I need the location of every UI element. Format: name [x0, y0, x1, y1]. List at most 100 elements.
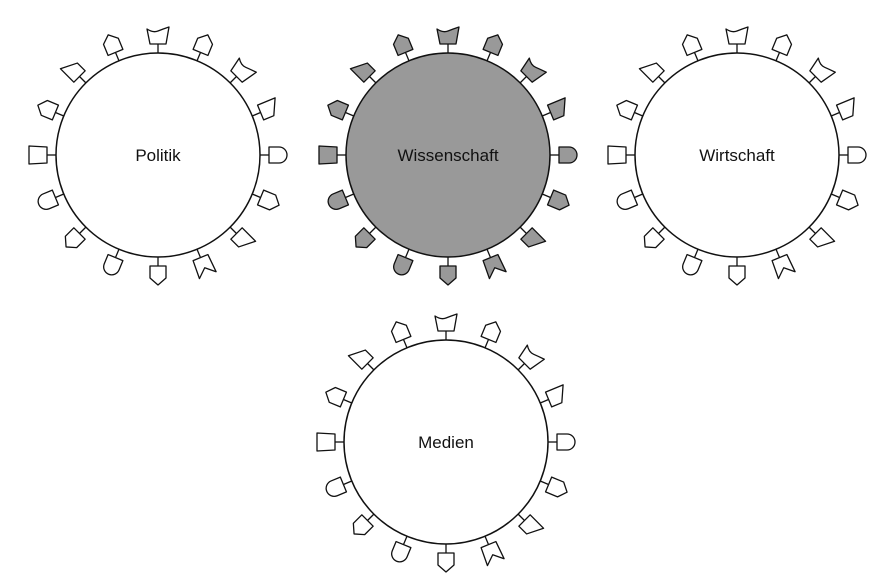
connector-stem [369, 226, 377, 234]
connector-stem [196, 52, 202, 62]
connector-pentagon-icon [643, 227, 665, 249]
connector-dome-icon [682, 253, 703, 276]
connector-stem [369, 76, 377, 84]
system-label-wirtschaft: Wirtschaft [699, 146, 775, 165]
connector-funnel-icon [230, 57, 257, 83]
connector-layer [28, 26, 867, 573]
connector-stem [484, 339, 490, 349]
connector-stem [541, 111, 551, 117]
connector-stem [486, 248, 492, 258]
connector-stem [775, 248, 781, 258]
connector-stem [486, 52, 492, 62]
connector-stem [404, 248, 410, 258]
connector-stem [55, 193, 65, 199]
connector-pentagon-icon [437, 552, 455, 573]
connector-arrow-icon [256, 189, 280, 211]
connector-dome-icon [391, 540, 412, 563]
connector-stem [519, 226, 527, 234]
connector-pentagon-icon [728, 265, 746, 286]
system-circle-medien [343, 339, 549, 545]
connector-funnel-icon [518, 344, 545, 370]
connector-pentagon-icon [37, 99, 60, 121]
connector-bucket-icon [607, 145, 627, 165]
connector-pentagon-icon [352, 514, 374, 536]
system-circle-wissenschaft [345, 52, 551, 258]
connector-stem [196, 248, 202, 258]
connector-pentagon-icon [392, 34, 414, 57]
connector-stem [343, 398, 353, 404]
connector-wedge-icon [518, 514, 545, 535]
connector-notch-icon [771, 253, 796, 280]
connector-bucket-icon [318, 145, 338, 165]
connector-stem [367, 513, 375, 521]
connector-stem [402, 535, 408, 545]
connector-funnel-icon [434, 313, 458, 332]
connector-stem [517, 363, 525, 371]
connector-arrow-icon [546, 189, 570, 211]
connector-stem [775, 52, 781, 62]
connector-pentagon-icon [480, 321, 502, 344]
connector-stem [79, 226, 87, 234]
connector-stem [402, 339, 408, 349]
connector-stem [517, 513, 525, 521]
connector-stem [251, 193, 261, 199]
connector-stem [251, 111, 261, 117]
system-label-medien: Medien [418, 433, 474, 452]
connector-pentagon-icon [64, 227, 86, 249]
connector-pentagon-icon [325, 386, 348, 408]
connector-notch-icon [192, 253, 217, 280]
connector-stem [539, 398, 549, 404]
connector-dome-icon [325, 476, 348, 497]
connector-pentagon-icon [327, 99, 350, 121]
connector-stem [484, 535, 490, 545]
connector-wedge-icon [809, 227, 836, 248]
connector-dome-icon [37, 189, 60, 210]
connector-stem [634, 111, 644, 117]
connector-notch-icon [482, 253, 507, 280]
connector-stem [808, 226, 816, 234]
connector-funnel-icon [520, 57, 547, 83]
connector-funnel-icon [809, 57, 836, 83]
connector-dome-icon [558, 146, 578, 164]
connector-stem [830, 193, 840, 199]
connector-pentagon-icon [354, 227, 376, 249]
connector-wedge-icon [230, 227, 257, 248]
connector-stem [539, 480, 549, 486]
connector-stem [693, 52, 699, 62]
connector-wedge-icon [347, 349, 374, 370]
connector-dome-icon [268, 146, 288, 164]
connector-stem [519, 76, 527, 84]
system-circle-wirtschaft [634, 52, 840, 258]
connector-stem [345, 111, 355, 117]
connector-pentagon-icon [439, 265, 457, 286]
connector-funnel-icon [146, 26, 170, 45]
connector-stem [404, 52, 410, 62]
system-label-politik: Politik [135, 146, 181, 165]
connector-stem [658, 76, 666, 84]
connector-stem [229, 226, 237, 234]
connector-dome-icon [327, 189, 350, 210]
connector-stem [114, 248, 120, 258]
connector-notch-icon [480, 540, 505, 567]
connector-pentagon-icon [616, 99, 639, 121]
connector-stem [634, 193, 644, 199]
connector-dome-icon [847, 146, 867, 164]
connector-dome-icon [556, 433, 576, 451]
connector-stem [343, 480, 353, 486]
connector-pentagon-icon [102, 34, 124, 57]
connector-arrow-icon [544, 476, 568, 498]
connector-stem [79, 76, 87, 84]
connector-funnel-icon [436, 26, 460, 45]
connector-stem [808, 76, 816, 84]
connector-wedge-icon [349, 62, 376, 83]
connector-pentagon-icon [390, 321, 412, 344]
connector-wedge-icon [59, 62, 86, 83]
connector-pentagon-icon [149, 265, 167, 286]
connector-wedge-icon [544, 384, 564, 408]
connector-stem [367, 363, 375, 371]
connector-stem [658, 226, 666, 234]
connector-stem [693, 248, 699, 258]
